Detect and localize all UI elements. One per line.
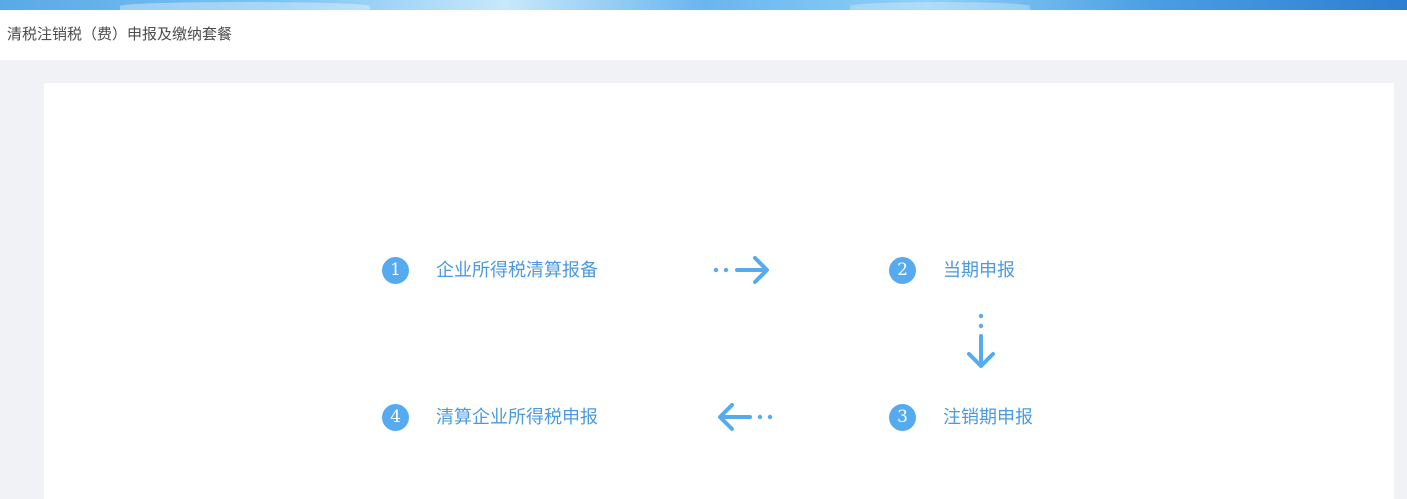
step-enterprise-income-tax-liquidation-filing[interactable]: 1 企业所得税清算报备 xyxy=(382,257,598,284)
step-label[interactable]: 注销期申报 xyxy=(943,406,1033,428)
step-deregistration-period-filing[interactable]: 3 注销期申报 xyxy=(889,404,1033,431)
dotted-arrow-left-icon xyxy=(716,400,776,434)
dotted-arrow-right-icon xyxy=(712,253,772,287)
step-current-period-filing[interactable]: 2 当期申报 xyxy=(889,257,1015,284)
step-number-badge: 1 xyxy=(382,257,409,284)
banner-wave xyxy=(120,2,370,10)
step-label[interactable]: 当期申报 xyxy=(943,259,1015,281)
header-bar: 清税注销税（费）申报及缴纳套餐 xyxy=(0,10,1407,60)
top-banner xyxy=(0,0,1407,10)
step-liquidation-enterprise-income-tax-filing[interactable]: 4 清算企业所得税申报 xyxy=(382,404,598,431)
dotted-arrow-down-icon xyxy=(963,312,999,370)
process-panel xyxy=(44,83,1394,499)
step-number-badge: 2 xyxy=(889,257,916,284)
step-label[interactable]: 企业所得税清算报备 xyxy=(436,259,598,281)
step-number-badge: 4 xyxy=(382,404,409,431)
banner-wave xyxy=(850,2,1030,10)
step-label[interactable]: 清算企业所得税申报 xyxy=(436,406,598,428)
step-number-badge: 3 xyxy=(889,404,916,431)
breadcrumb: 清税注销税（费）申报及缴纳套餐 xyxy=(7,25,233,43)
